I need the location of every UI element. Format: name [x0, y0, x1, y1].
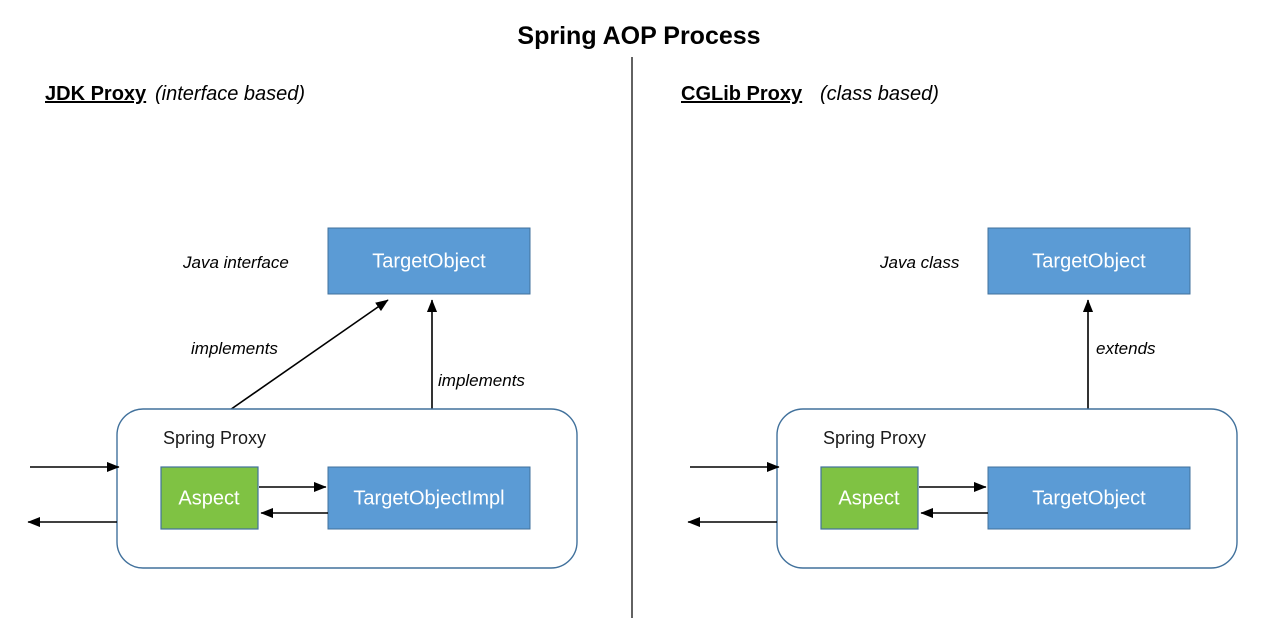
right-target-object-inner-box[interactable]: [987, 466, 1191, 530]
page-title: Spring AOP Process: [517, 22, 760, 50]
right-heading-bold: CGLib Proxy: [681, 83, 803, 105]
right-target-object-label: TargetObject: [1032, 250, 1146, 272]
right-target-object-inner-label: TargetObject: [1032, 487, 1146, 509]
left-target-object-box[interactable]: [327, 227, 531, 295]
left-spring-proxy-label: Spring Proxy: [163, 428, 266, 448]
left-aspect-label: Aspect: [178, 487, 240, 509]
right-target-object-box[interactable]: [987, 227, 1191, 295]
left-type-annotation: Java interface: [182, 253, 289, 272]
right-aspect-box[interactable]: [820, 466, 919, 530]
left-target-object-impl-label: TargetObjectImpl: [353, 487, 504, 509]
left-target-object-impl-box[interactable]: [327, 466, 531, 530]
left-implements-diagonal-arrow: [226, 299, 389, 413]
left-implements-vertical-label: implements: [438, 371, 525, 390]
right-aspect-label: Aspect: [838, 487, 900, 509]
left-heading-bold: JDK Proxy: [45, 83, 147, 105]
right-extends-label: extends: [1096, 339, 1156, 358]
left-aspect-box[interactable]: [160, 466, 259, 530]
right-type-annotation: Java class: [879, 253, 960, 272]
left-heading-italic: (interface based): [155, 83, 305, 105]
left-target-object-label: TargetObject: [372, 250, 486, 272]
left-implements-diagonal-label: implements: [191, 339, 278, 358]
right-spring-proxy-label: Spring Proxy: [823, 428, 926, 448]
right-heading-italic: (class based): [820, 83, 939, 105]
